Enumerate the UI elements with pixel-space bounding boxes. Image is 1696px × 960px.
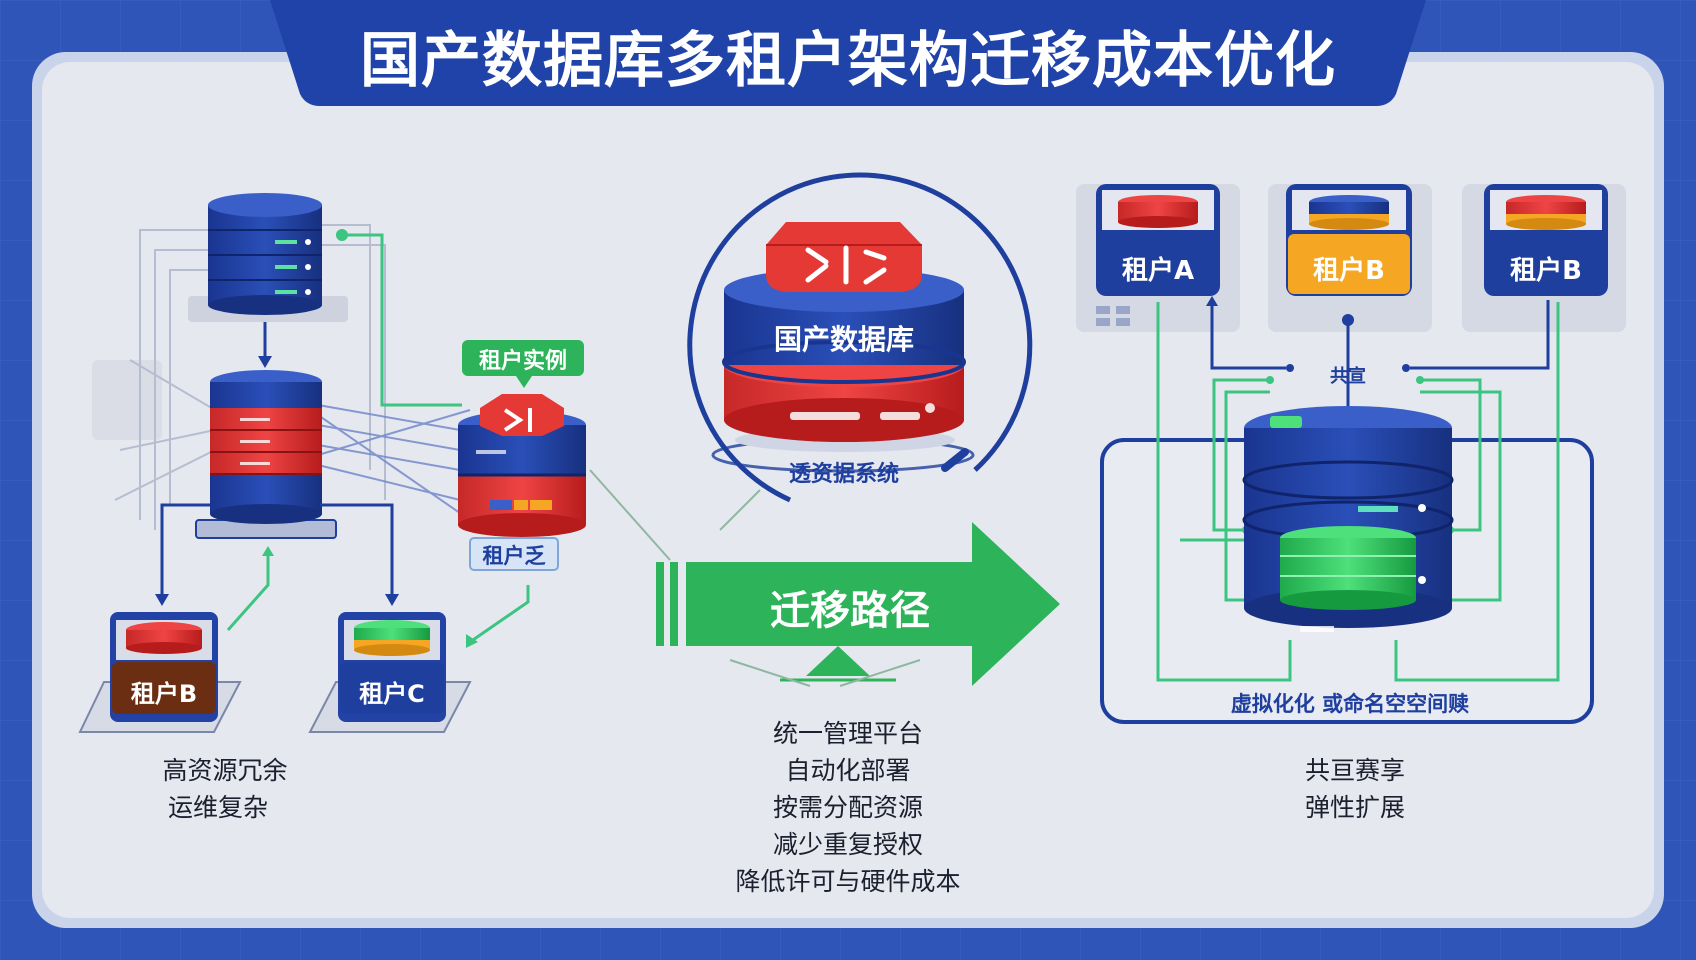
title-banner — [270, 0, 1426, 106]
right-green-connectors — [1156, 302, 1560, 682]
green-connectors-left — [226, 233, 530, 644]
benefit-1: 统一管理平台 — [772, 719, 923, 748]
left-links — [317, 404, 471, 521]
right-section — [1076, 184, 1626, 724]
benefit-3: 按需分配资源 — [772, 793, 923, 822]
right-tenant-b2-label: 租户B — [1510, 256, 1582, 286]
tenant-instance-tag-bg — [462, 340, 584, 376]
left-tenant-c-label: 租户C — [359, 680, 425, 708]
center-ring — [687, 172, 1033, 503]
left-note-1: 高资源冗余 — [162, 756, 288, 785]
left-tenant-b-label: 租户B — [130, 680, 198, 708]
tenant-card-a — [1076, 184, 1240, 332]
shared-stack — [195, 370, 337, 539]
left-section — [78, 193, 586, 733]
right-tenant-a-label: 租户A — [1121, 256, 1195, 286]
tenant-instance-db — [458, 394, 586, 537]
shared-db — [1242, 406, 1454, 632]
tenant-z-label: 租户乏 — [482, 544, 546, 568]
system-label: 透资据系统 — [788, 462, 899, 487]
page-title: 国产数据库多租户架构迁移成本优化 — [360, 26, 1336, 96]
migration-arrow — [656, 522, 1060, 687]
arrows-to-tenants — [160, 503, 394, 598]
tenant-instance-tag: 租户实例 — [478, 349, 567, 374]
benefit-2: 自动化部署 — [785, 756, 911, 785]
right-note-2: 弹性扩展 — [1304, 793, 1405, 822]
top-server — [208, 193, 322, 315]
domestic-db-label: 国产数据库 — [773, 323, 914, 356]
left-tenant-b — [78, 612, 242, 733]
virtualization-label: 虚拟化化 或命名空空间赎 — [1230, 692, 1470, 716]
right-tenant-b1-label: 租户B — [1313, 256, 1385, 286]
right-blue-connectors — [1210, 300, 1550, 412]
tenant-z-label-bg — [469, 537, 559, 571]
tenant-card-b1 — [1268, 184, 1432, 332]
domestic-db — [722, 222, 966, 452]
shared-label: 共宣 — [1330, 366, 1366, 387]
tenant-card-b2 — [1462, 184, 1626, 332]
migration-arrow-label: 迁移路径 — [770, 588, 930, 634]
left-connectors — [114, 224, 386, 530]
left-tenant-c — [308, 612, 472, 733]
benefit-4: 减少重复授权 — [772, 830, 923, 859]
right-note-1: 共亘赛享 — [1304, 756, 1405, 785]
benefit-5: 降低许可与硬件成本 — [735, 867, 961, 896]
center-section — [589, 172, 1060, 687]
faint-server — [92, 360, 162, 440]
left-note-2: 运维复杂 — [168, 793, 269, 822]
